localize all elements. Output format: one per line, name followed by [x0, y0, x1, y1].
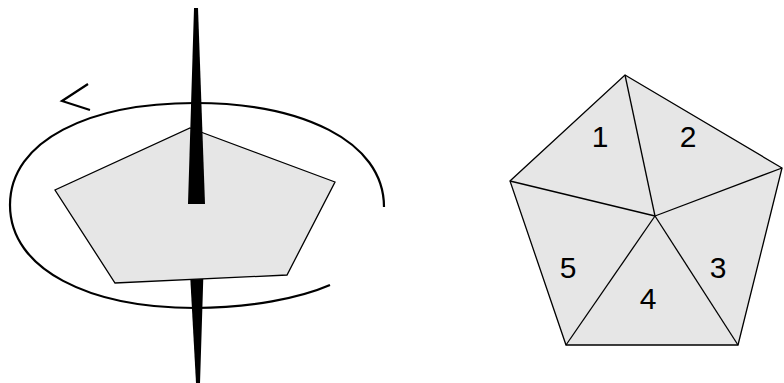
callout-number: 4: [640, 284, 657, 314]
callout-number: 1: [592, 122, 609, 152]
callout-number: 2: [680, 122, 697, 152]
spindle-upper: [188, 8, 205, 204]
divided-pentagon: [510, 75, 782, 345]
callout-number: 5: [560, 253, 577, 283]
callout-number: 3: [710, 253, 727, 283]
arrow-head: [62, 84, 90, 110]
triangle-divisions: [510, 75, 782, 345]
